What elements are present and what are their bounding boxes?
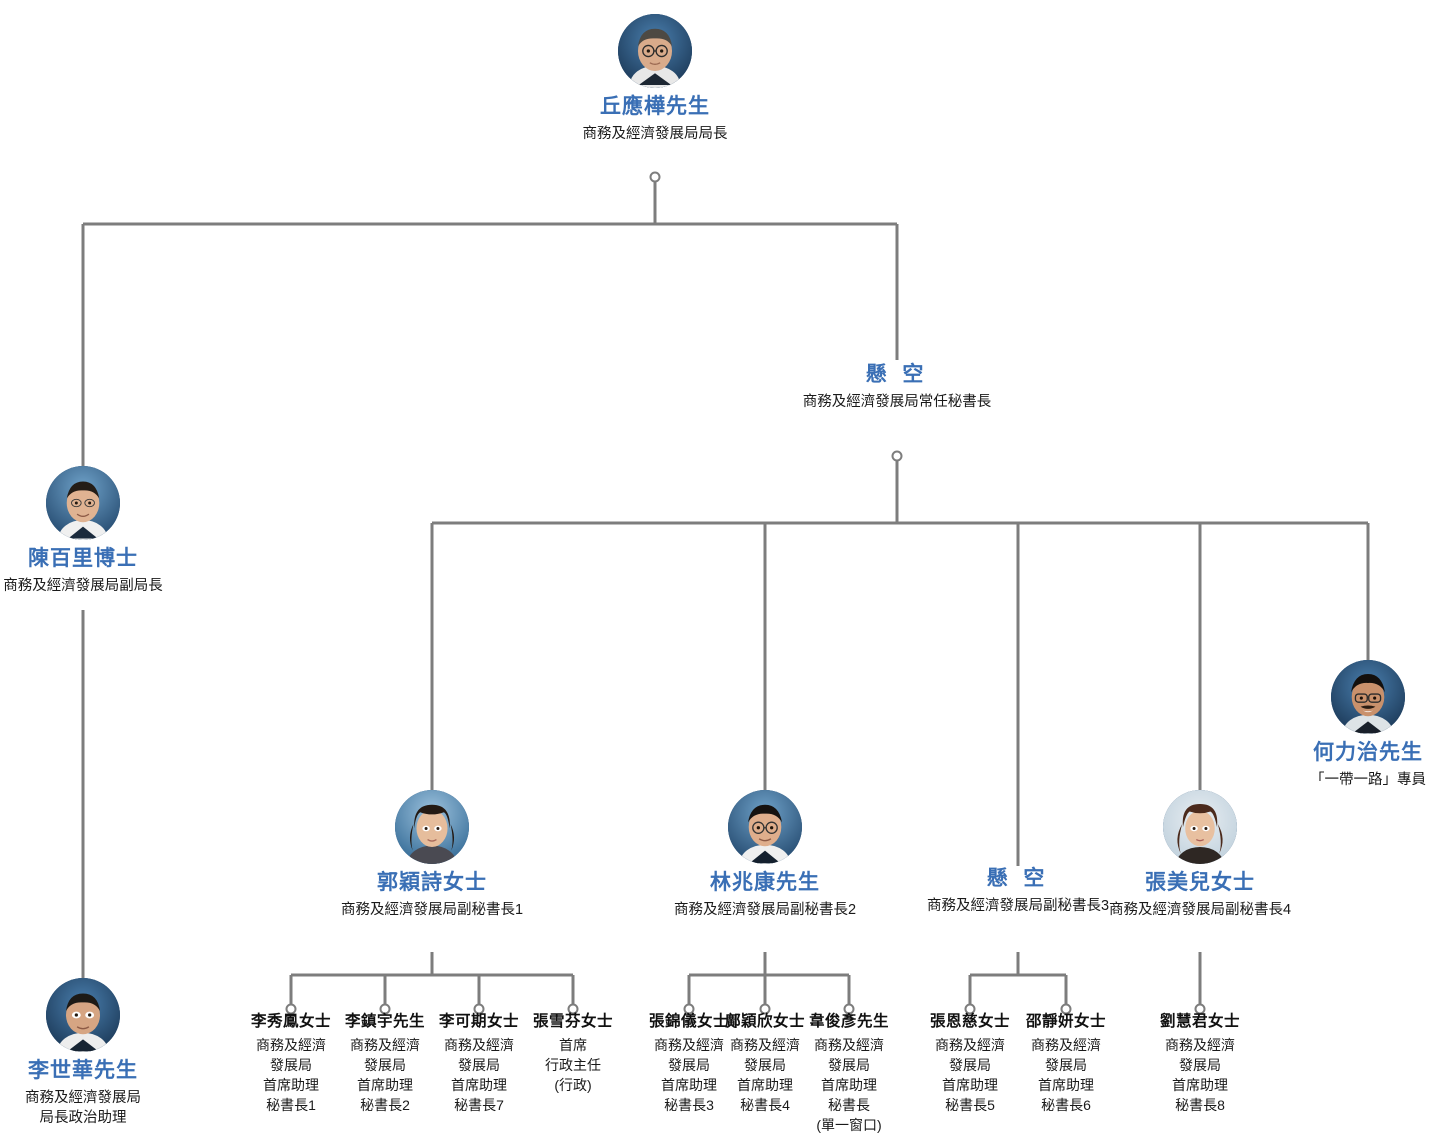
- avatar-deputy-secretary-1: [395, 790, 469, 864]
- leaf-name: 張錦儀女士: [648, 1013, 729, 1030]
- leaf-name: 張雪芬女士: [532, 1013, 613, 1030]
- avatar-political-assistant: [46, 978, 120, 1052]
- node-deputy-secretary-2[interactable]: 林兆康先生 商務及經濟發展局副秘書長2: [645, 790, 885, 920]
- leaf-title: 商務及經濟 發展局 首席助理 秘書長1: [256, 1037, 326, 1113]
- leaf-name: 李鎮宇先生: [344, 1013, 425, 1030]
- node-secretary-title: 商務及經濟發展局局長: [582, 126, 728, 143]
- node-permanent-secretary-title: 商務及經濟發展局常任秘書長: [802, 394, 992, 411]
- node-deputy-secretary-3[interactable]: 懸 空 商務及經濟發展局副秘書長3: [898, 866, 1138, 916]
- leaf-node[interactable]: 李秀鳳女士 商務及經濟 發展局 首席助理 秘書長1: [231, 1012, 351, 1116]
- avatar-belt-and-road-commissioner: [1331, 660, 1405, 734]
- node-secretary-name: 丘應樺先生: [600, 95, 710, 118]
- leaf-title: 商務及經濟 發展局 首席助理 秘書長5: [935, 1037, 1005, 1113]
- node-deputy-secretary-2-title: 商務及經濟發展局副秘書長2: [673, 902, 857, 919]
- leaf-title: 商務及經濟 發展局 首席助理 秘書長8: [1165, 1037, 1235, 1113]
- node-permanent-secretary[interactable]: 懸 空 商務及經濟發展局常任秘書長: [777, 362, 1017, 412]
- leaf-name: 邵靜妍女士: [1025, 1013, 1106, 1030]
- node-deputy-secretary-1-title: 商務及經濟發展局副秘書長1: [340, 902, 524, 919]
- leaf-name: 鄺穎欣女士: [724, 1013, 805, 1030]
- leaf-node[interactable]: 劉慧君女士 商務及經濟 發展局 首席助理 秘書長8: [1140, 1012, 1260, 1116]
- leaf-node[interactable]: 李可期女士 商務及經濟 發展局 首席助理 秘書長7: [419, 1012, 539, 1116]
- node-under-secretary-name: 陳百里博士: [28, 547, 138, 570]
- node-deputy-secretary-2-name: 林兆康先生: [710, 871, 820, 894]
- node-political-assistant-title: 商務及經濟發展局 局長政治助理: [25, 1090, 141, 1127]
- leaf-title: 首席 行政主任 (行政): [545, 1037, 601, 1094]
- node-secretary[interactable]: 丘應樺先生 商務及經濟發展局局長: [535, 14, 775, 144]
- leaf-node[interactable]: 李鎮宇先生 商務及經濟 發展局 首席助理 秘書長2: [325, 1012, 445, 1116]
- node-belt-and-road-commissioner[interactable]: 何力治先生 「一帶一路」專員: [1248, 660, 1450, 790]
- leaf-title: 商務及經濟 發展局 首席助理 秘書長4: [730, 1037, 800, 1113]
- avatar-under-secretary: [46, 466, 120, 540]
- leaf-title: 商務及經濟 發展局 首席助理 秘書長2: [350, 1037, 420, 1113]
- node-political-assistant-name: 李世華先生: [28, 1059, 138, 1082]
- leaf-title: 商務及經濟 發展局 首席助理 秘書長3: [654, 1037, 724, 1113]
- leaf-title: 商務及經濟 發展局 首席助理 秘書長6: [1031, 1037, 1101, 1113]
- leaf-title: 商務及經濟 發展局 首席助理 秘書長7: [444, 1037, 514, 1113]
- node-belt-and-road-commissioner-title: 「一帶一路」專員: [1310, 772, 1426, 789]
- node-political-assistant[interactable]: 李世華先生 商務及經濟發展局 局長政治助理: [0, 978, 203, 1128]
- node-belt-and-road-commissioner-name: 何力治先生: [1313, 741, 1423, 764]
- leaf-node[interactable]: 鄺穎欣女士 商務及經濟 發展局 首席助理 秘書長4: [705, 1012, 825, 1116]
- leaf-name: 韋俊彥先生: [808, 1013, 889, 1030]
- node-deputy-secretary-4[interactable]: 張美兒女士 商務及經濟發展局副秘書長4: [1080, 790, 1320, 920]
- node-deputy-secretary-4-name: 張美兒女士: [1145, 871, 1255, 894]
- leaf-node[interactable]: 韋俊彥先生 商務及經濟 發展局 首席助理 秘書長 (單一窗口): [789, 1012, 909, 1136]
- leaf-name: 張恩慈女士: [929, 1013, 1010, 1030]
- node-deputy-secretary-1-name: 郭穎詩女士: [377, 871, 487, 894]
- node-deputy-secretary-1[interactable]: 郭穎詩女士 商務及經濟發展局副秘書長1: [312, 790, 552, 920]
- leaf-name: 劉慧君女士: [1159, 1013, 1240, 1030]
- avatar-secretary: [618, 14, 692, 88]
- leaf-node[interactable]: 張雪芬女士 首席 行政主任 (行政): [513, 1012, 633, 1096]
- node-under-secretary-title: 商務及經濟發展局副局長: [3, 578, 163, 595]
- node-deputy-secretary-4-title: 商務及經濟發展局副秘書長4: [1108, 902, 1292, 919]
- node-permanent-secretary-name: 懸 空: [865, 363, 929, 386]
- leaf-title: 商務及經濟 發展局 首席助理 秘書長 (單一窗口): [814, 1037, 884, 1133]
- leaf-node[interactable]: 邵靜妍女士 商務及經濟 發展局 首席助理 秘書長6: [1006, 1012, 1126, 1116]
- avatar-deputy-secretary-4: [1163, 790, 1237, 864]
- node-deputy-secretary-3-title: 商務及經濟發展局副秘書長3: [926, 898, 1110, 915]
- leaf-node[interactable]: 張錦儀女士 商務及經濟 發展局 首席助理 秘書長3: [629, 1012, 749, 1116]
- avatar-deputy-secretary-2: [728, 790, 802, 864]
- leaf-name: 李可期女士: [438, 1013, 519, 1030]
- leaf-node[interactable]: 張恩慈女士 商務及經濟 發展局 首席助理 秘書長5: [910, 1012, 1030, 1116]
- leaf-name: 李秀鳳女士: [250, 1013, 331, 1030]
- node-deputy-secretary-3-name: 懸 空: [986, 867, 1050, 890]
- node-under-secretary[interactable]: 陳百里博士 商務及經濟發展局副局長: [0, 466, 203, 596]
